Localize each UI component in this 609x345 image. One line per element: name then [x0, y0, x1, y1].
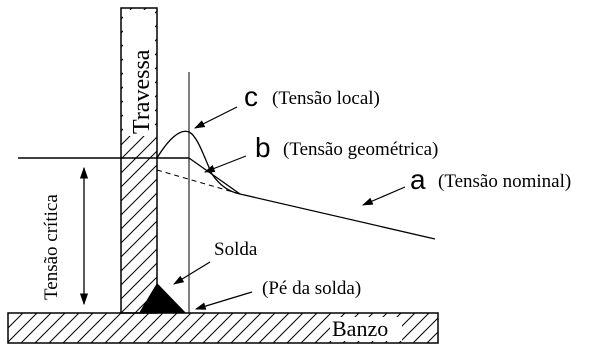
solda-label: Solda [214, 239, 258, 260]
banzo-label-background [330, 317, 402, 341]
pe-da-solda-label: (Pé da solda) [262, 278, 361, 299]
nominal-stress-line [239, 193, 436, 240]
travessa-label: Travessa [129, 49, 155, 134]
label-c-text: (Tensão local) [272, 88, 380, 109]
arrow-b [203, 155, 247, 173]
arrow-a [362, 186, 406, 206]
label-b-text: (Tensão geométrica) [283, 139, 438, 160]
local-stress-curve [156, 130, 241, 195]
arrow-pe-da-solda [194, 291, 253, 310]
banzo-label: Banzo [332, 316, 388, 341]
arrow-solda [173, 261, 211, 285]
critical-stress-label: Tensão crítica [41, 194, 62, 300]
label-b-letter: b [255, 132, 271, 163]
nominal-stress-extrapolation [156, 169, 241, 195]
label-a-text: (Tensão nominal) [438, 171, 571, 192]
arrow-c [194, 106, 238, 129]
label-c-letter: c [244, 81, 258, 112]
geometric-stress-line [188, 157, 241, 195]
label-a-letter: a [410, 164, 426, 195]
weld-fillet [139, 283, 186, 313]
travessa-label-background [123, 10, 155, 136]
